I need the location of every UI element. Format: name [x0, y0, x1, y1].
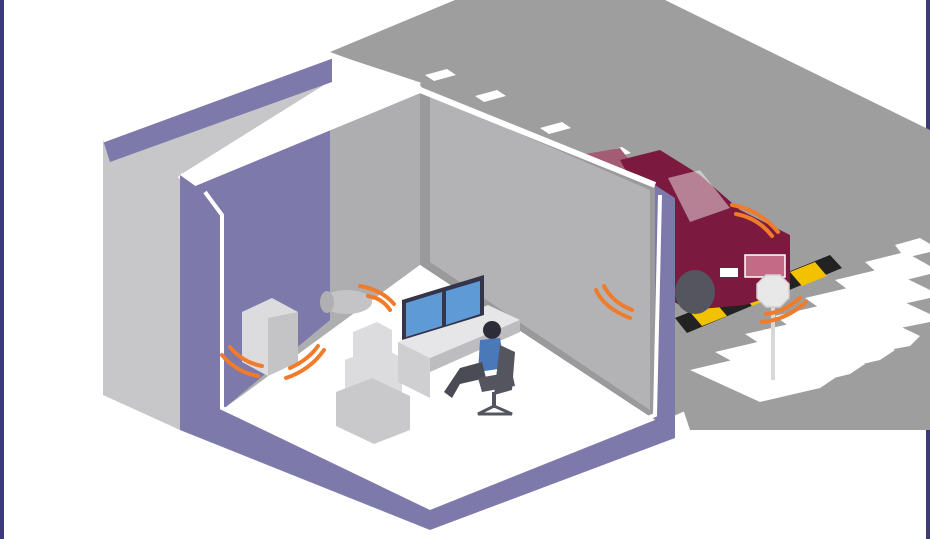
- outer-wall-left: [103, 56, 332, 430]
- wifi-arc-icon: [358, 284, 396, 312]
- front-wall-right: [430, 185, 675, 530]
- stop-sign: [756, 274, 790, 380]
- wifi-arc-icon: [284, 344, 326, 380]
- wifi-arc-icon: [730, 203, 780, 238]
- truck-grille: [744, 254, 786, 278]
- equipment-cabinet: [242, 298, 298, 376]
- outer-wall-top-edge: [102, 53, 421, 143]
- control-monitors: [402, 275, 484, 340]
- person-legs: [444, 362, 486, 398]
- left-frame-border: [0, 0, 4, 539]
- octagon-sign-icon: [756, 274, 790, 308]
- signal-waves: [220, 203, 808, 380]
- wifi-arc-icon: [760, 296, 808, 324]
- outer-wall-left-face: [103, 56, 332, 162]
- inner-wall-back: [420, 90, 655, 420]
- truck-wheel-front: [675, 270, 715, 314]
- wifi-arc-icon: [220, 345, 264, 378]
- front-wall-inner-edge: [203, 190, 662, 508]
- crosswalk: [690, 238, 930, 402]
- road-view-window: [430, 95, 650, 410]
- truck-windshield: [668, 170, 730, 222]
- analyzer-tower: [336, 322, 410, 444]
- office-chair: [477, 345, 515, 416]
- room-floor: [222, 265, 655, 510]
- wifi-arc-icon: [594, 284, 634, 320]
- front-wall-left: [180, 175, 430, 530]
- stop-sign-post: [771, 298, 775, 380]
- building-cutaway: [102, 53, 675, 530]
- truck-headlight: [720, 268, 738, 277]
- cylinder-equipment: [320, 290, 372, 314]
- person-head: [483, 321, 501, 339]
